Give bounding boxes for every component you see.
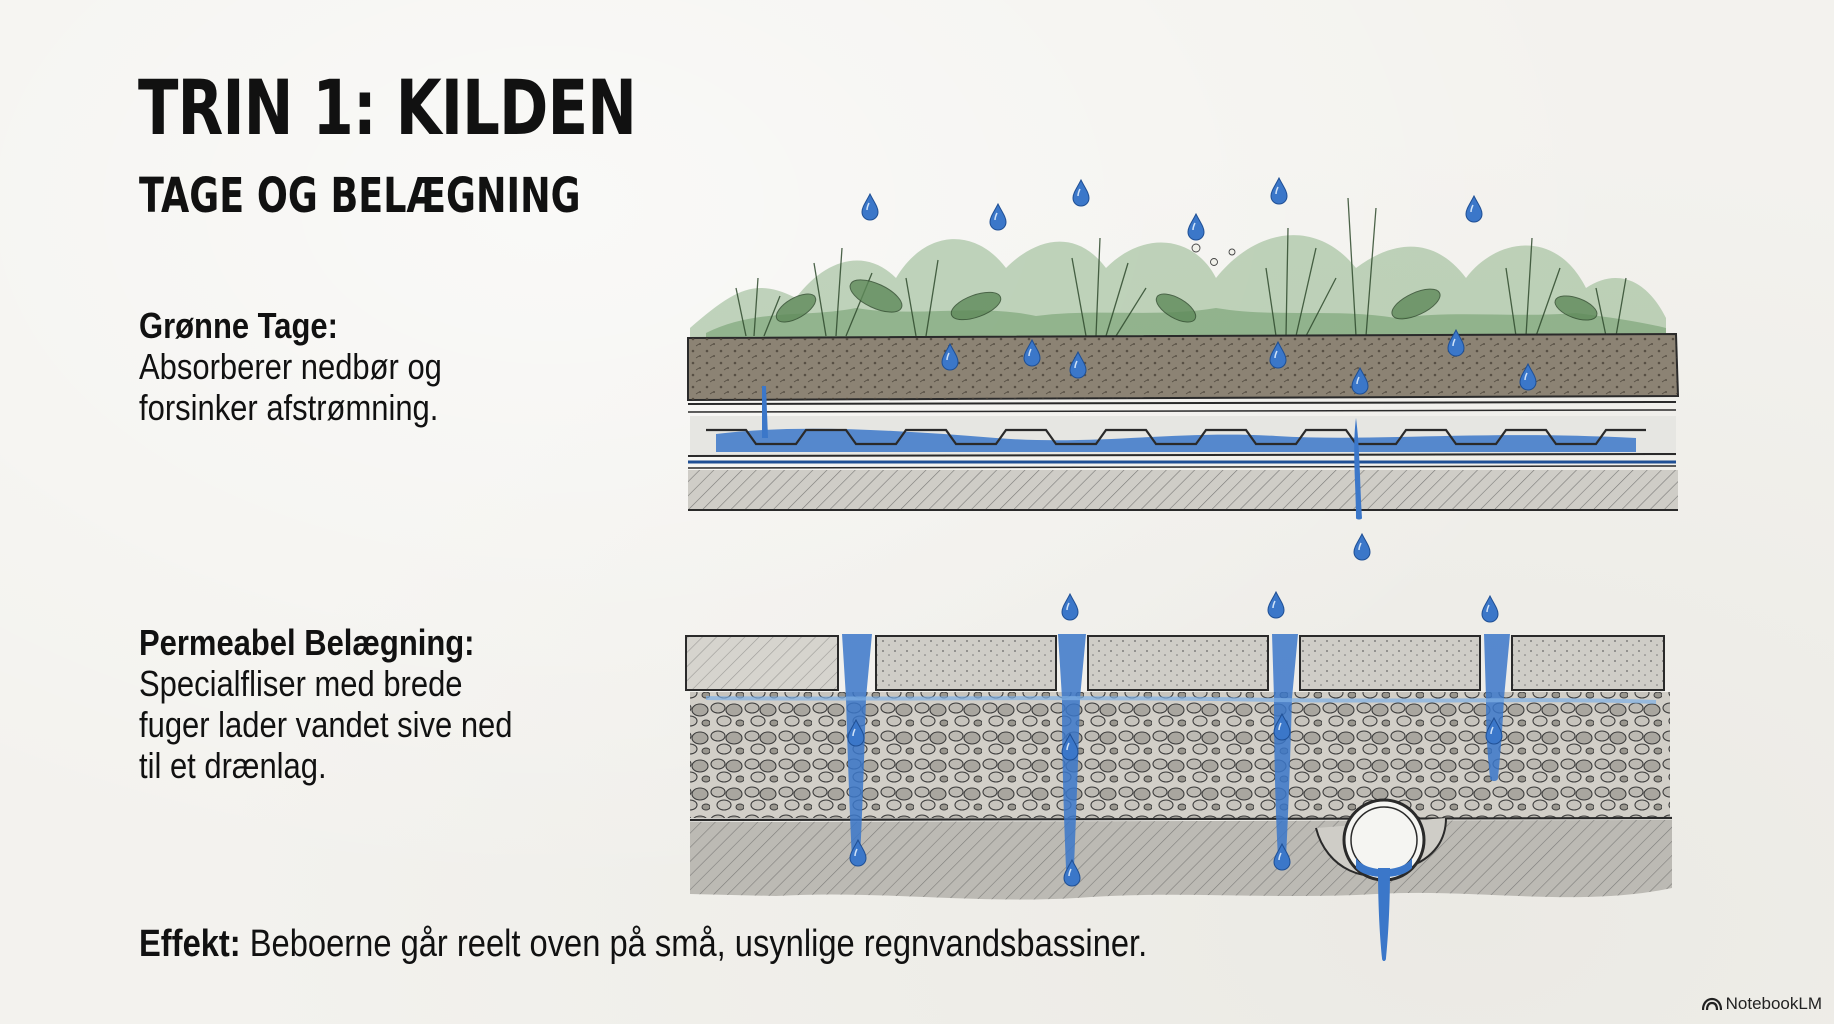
cross-section-illustration <box>685 177 1680 961</box>
effect-text: Beboerne går reelt oven på små, usynlige… <box>240 923 1148 965</box>
green-roof-section <box>687 177 1680 561</box>
brand-logo: NotebookLM <box>1701 994 1822 1014</box>
permeable-paving-heading: Permeabel Belægning: <box>139 622 475 663</box>
effect-label: Effekt: <box>139 923 241 965</box>
page-title: TRIN 1: KILDEN <box>138 63 637 152</box>
green-roofs-block: Grønne Tage: Absorberer nedbør og forsin… <box>139 305 442 428</box>
notebooklm-logo-icon <box>1701 997 1722 1011</box>
permeable-paving-line: fuger lader vandet sive ned <box>139 704 513 745</box>
water-drop-icon <box>861 177 1483 241</box>
green-roofs-line: Absorberer nedbør og <box>139 346 442 387</box>
permeable-paving-section <box>685 591 1673 961</box>
permeable-paving-block: Permeabel Belægning: Specialfliser med b… <box>139 622 512 786</box>
permeable-paving-line: Specialfliser med brede <box>139 663 463 704</box>
page-subtitle: TAGE OG BELÆGNING <box>139 168 581 224</box>
green-roofs-heading: Grønne Tage: <box>139 305 338 346</box>
brand-name: NotebookLM <box>1725 994 1822 1013</box>
permeable-paving-line: til et drænlag. <box>139 745 327 786</box>
green-roofs-line: forsinker afstrømning. <box>139 387 439 428</box>
effect-statement: Effekt: Beboerne går reelt oven på små, … <box>139 922 1147 966</box>
